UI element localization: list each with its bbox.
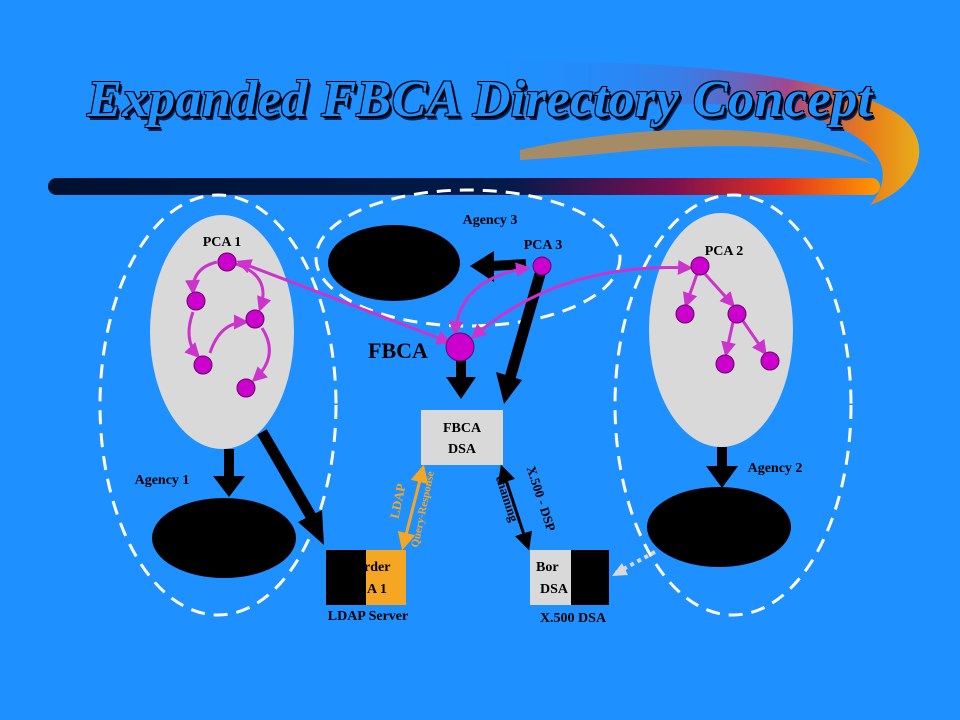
pca3-label: PCA 3 [524, 238, 563, 253]
pca1-node-c [193, 355, 213, 375]
agency3-directory [328, 225, 460, 301]
agency2-boundary [613, 193, 853, 617]
pca1-node-b [245, 309, 265, 329]
agency3-label: Agency 3 [463, 213, 518, 228]
pca2-node-d [760, 351, 780, 371]
pca1-node-d [236, 378, 256, 398]
fbca-node [445, 332, 475, 362]
x500-dsa-label: X.500 DSA [540, 611, 607, 626]
pca2-node-c [715, 354, 735, 374]
ldap-label: LDAP [387, 482, 409, 520]
fbca-dsa-line2: DSA [448, 442, 477, 457]
pca2-label: PCA 2 [705, 244, 744, 259]
border-dsa2-black [571, 550, 609, 605]
agency1-directory [152, 498, 296, 578]
pca1-root-node [217, 252, 237, 272]
fbca-label: FBCA [368, 338, 428, 363]
pca2-root-node [690, 256, 710, 276]
agency2-directory [647, 487, 791, 567]
border-dsa2-line2: DSA [540, 582, 569, 597]
pca2-node-a [675, 304, 695, 324]
x500-dsp-label: X.500 - DSP [524, 464, 559, 533]
pca1-links [184, 260, 272, 383]
border-dsa1-line2: A 1 [367, 582, 387, 597]
pca1-label: PCA 1 [203, 235, 242, 250]
title-swoosh [480, 60, 920, 205]
border-dsa1-line1: rder [364, 560, 390, 575]
pca2-node-b [727, 304, 747, 324]
cross-cert-links [236, 259, 693, 345]
ldap-server-label: LDAP Server [328, 609, 408, 624]
pca3-node [532, 256, 552, 276]
fbca-dsa-line1: FBCA [443, 421, 482, 436]
pca2-links [682, 272, 767, 357]
border-dsa2-line1: Bor [536, 560, 559, 575]
agency3-boundary [314, 188, 622, 328]
ldap-arrow [397, 464, 429, 551]
agency1-boundary [98, 193, 338, 617]
fbca-dsa-box [421, 410, 503, 465]
chaining-label: chaining [493, 474, 522, 524]
agency1-label: Agency 1 [135, 473, 190, 488]
pca-nodes [186, 252, 780, 398]
dsp-arrow [497, 464, 533, 551]
border-dsa1-orange [366, 550, 406, 605]
border-dsa2-grey [530, 550, 571, 605]
pca1-node-a [186, 291, 206, 311]
agency2-label: Agency 2 [748, 461, 803, 476]
slide-title: Expanded FBCA Directory Concept [87, 71, 873, 128]
title-underline-bar [48, 178, 880, 195]
border-dsa1-black [326, 550, 366, 605]
